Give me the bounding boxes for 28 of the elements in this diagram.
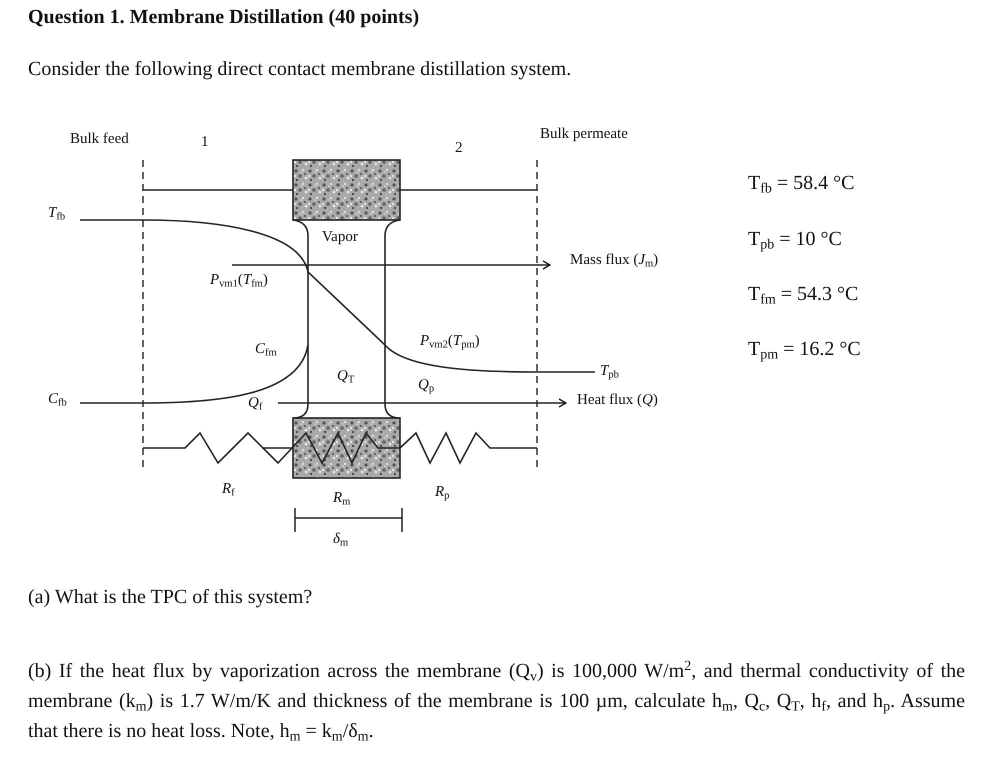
region-label: Vapor [322,229,358,246]
given-value: T$_{fb}$ = 58.4 °C [748,172,855,195]
profile-label: T$_{pb}$ [600,363,619,380]
region-label: 1 [201,134,208,151]
resistance-label: R$_{p}$ [435,484,450,501]
thickness-label: δ$_{m}$ [333,531,348,548]
concentration-label: C$_{fm}$ [255,341,277,358]
question-text: (a) What is the TPC of this system? [28,586,312,609]
heat-label: Q$_{f}$ [248,395,262,412]
flux-label: Mass flux (J$_{m}$) [570,252,658,269]
region-label: 2 [455,140,462,157]
region-label: Bulk permeate [540,126,628,143]
flux-label: Heat flux (Q) [577,392,658,409]
region-label: Bulk feed [70,131,129,148]
resistance-label: R$_{f}$ [222,481,235,498]
given-value: T$_{pm}$ = 16.2 °C [748,338,861,361]
given-value: T$_{fm}$ = 54.3 °C [748,283,858,306]
profile-label: T$_{fb}$ [48,205,66,222]
heat-label: Q$_{T}$ [337,368,354,385]
resistance-label: R$_{m}$ [333,490,350,507]
question-text: (b) If the heat flux by vaporization across the membrane (Q$_{v}$) is 100,000 W/m$^{2}$, and thermal conductivity of the membrane (k$_{m}$) is 1.7 W/m/K and thickness of the membrane is 100 µm, calculate h$_{m}$, Q$_{c}$, Q$_{T}$, h$_{f}$, and h$_{p}$. Assume that there is no heat loss. Note, h$_{m}$ = k$_{m}$/δ$_{m}$. [28,658,965,746]
heat-label: Q$_{p}$ [418,377,434,394]
question-heading: Question 1. Membrane Distillation (40 points) [28,6,420,29]
concentration-label: C$_{fb}$ [48,391,67,408]
given-value: T$_{pb}$ = 10 °C [748,228,842,251]
pressure-label: P$_{vm1}$(T$_{fm}$) [210,272,268,289]
instruction-text: Consider the following direct contact membrane distillation system. [28,58,572,81]
pressure-label: P$_{vm2}$(T$_{pm}$) [420,333,480,350]
